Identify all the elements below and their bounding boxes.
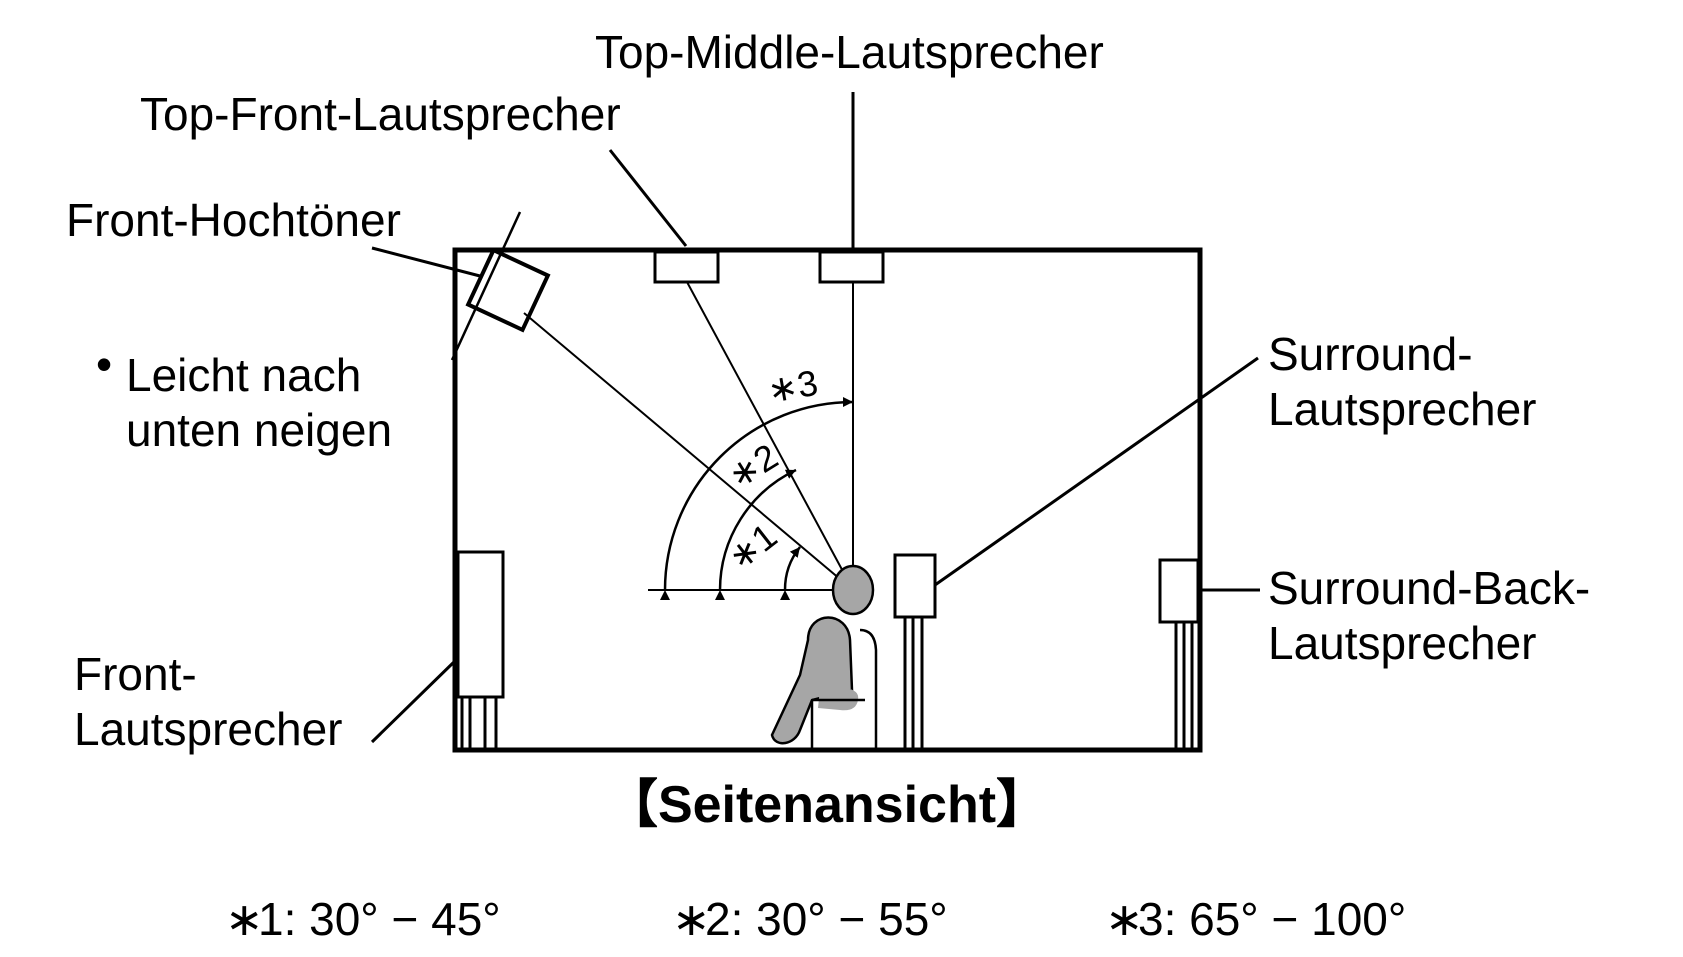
label-top-middle: Top-Middle-Lautsprecher [595, 26, 1104, 78]
top-middle-speaker [818, 250, 885, 284]
bullet-dot: • [96, 338, 112, 390]
label-surround-line1: Surround- [1268, 328, 1473, 380]
legend-marker-2: ∗ [672, 893, 711, 945]
front-tweeter-speaker [465, 247, 551, 333]
legend-item-3: 3: 65° − 100° [1138, 893, 1406, 945]
leader-lines [370, 92, 1260, 744]
legend-marker-1: ∗ [225, 893, 264, 945]
label-tilt-note-line2: unten neigen [126, 404, 392, 456]
sight-lines [523, 281, 854, 591]
label-front-line2: Lautsprecher [74, 703, 343, 755]
legend-item-2: 2: 30° − 55° [705, 893, 948, 945]
label-front-tweeter: Front-Hochtöner [66, 194, 401, 246]
listener [770, 564, 875, 745]
top-front-speaker [653, 250, 720, 284]
label-top-front: Top-Front-Lautsprecher [140, 88, 621, 140]
label-front-line1: Front- [74, 648, 197, 700]
surround-back-speaker [1158, 558, 1200, 750]
angle-mark-3: ∗3 [764, 362, 821, 411]
room-outline [452, 247, 1203, 753]
front-speaker [456, 550, 505, 750]
legend-marker-3: ∗ [1105, 893, 1144, 945]
caption-side-view: 【Seitenansicht】 [606, 776, 1048, 834]
label-surround-back-line1: Surround-Back- [1268, 562, 1590, 614]
label-tilt-note-line1: Leicht nach [126, 349, 361, 401]
label-surround-line2: Lautsprecher [1268, 383, 1537, 435]
label-surround-back-line2: Lautsprecher [1268, 617, 1537, 669]
surround-speaker [893, 553, 937, 750]
legend-item-1: 1: 30° − 45° [258, 893, 501, 945]
tweeter-tilt-line [450, 211, 522, 361]
angle-arcs [659, 397, 854, 601]
angle-legend: ∗ 1: 30° − 45° ∗ 2: 30° − 55° ∗ 3: 65° −… [225, 893, 1406, 945]
chair [810, 628, 878, 750]
